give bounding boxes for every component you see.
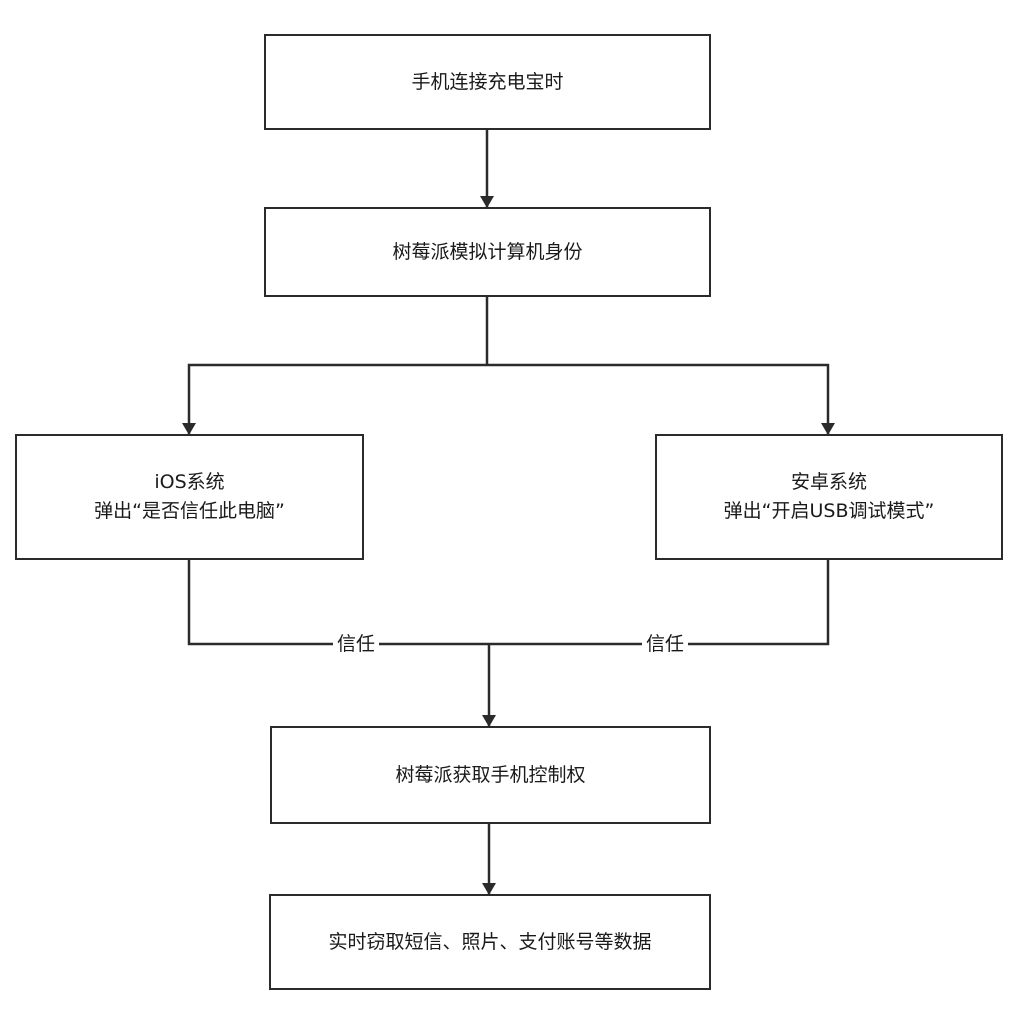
node-ios-title: iOS系统 xyxy=(154,471,225,493)
node-start-label: 手机连接充电宝时 xyxy=(411,70,564,93)
node-control: 树莓派获取手机控制权 xyxy=(270,726,711,824)
edge-label-ios-trust: 信任 xyxy=(332,632,380,656)
node-ios-prompt: 弹出“是否信任此电脑” xyxy=(94,500,285,522)
node-emulate-label: 树莓派模拟计算机身份 xyxy=(392,240,583,263)
edge-label-android-trust: 信任 xyxy=(641,632,689,656)
arrow-emulate-to-ios xyxy=(182,363,487,435)
node-android: 安卓系统 弹出“开启USB调试模式” xyxy=(655,434,1003,560)
line-ios-trust xyxy=(187,560,489,646)
node-android-prompt: 弹出“开启USB调试模式” xyxy=(723,500,935,522)
node-ios: iOS系统 弹出“是否信任此电脑” xyxy=(15,434,364,560)
node-start: 手机连接充电宝时 xyxy=(264,34,711,130)
node-steal: 实时窃取短信、照片、支付账号等数据 xyxy=(269,894,711,990)
node-android-title: 安卓系统 xyxy=(790,471,867,493)
line-android-trust xyxy=(489,560,830,646)
node-emulate: 树莓派模拟计算机身份 xyxy=(264,207,711,297)
node-steal-label: 实时窃取短信、照片、支付账号等数据 xyxy=(328,930,652,953)
arrow-emulate-to-android xyxy=(487,363,835,435)
node-control-label: 树莓派获取手机控制权 xyxy=(395,763,586,786)
